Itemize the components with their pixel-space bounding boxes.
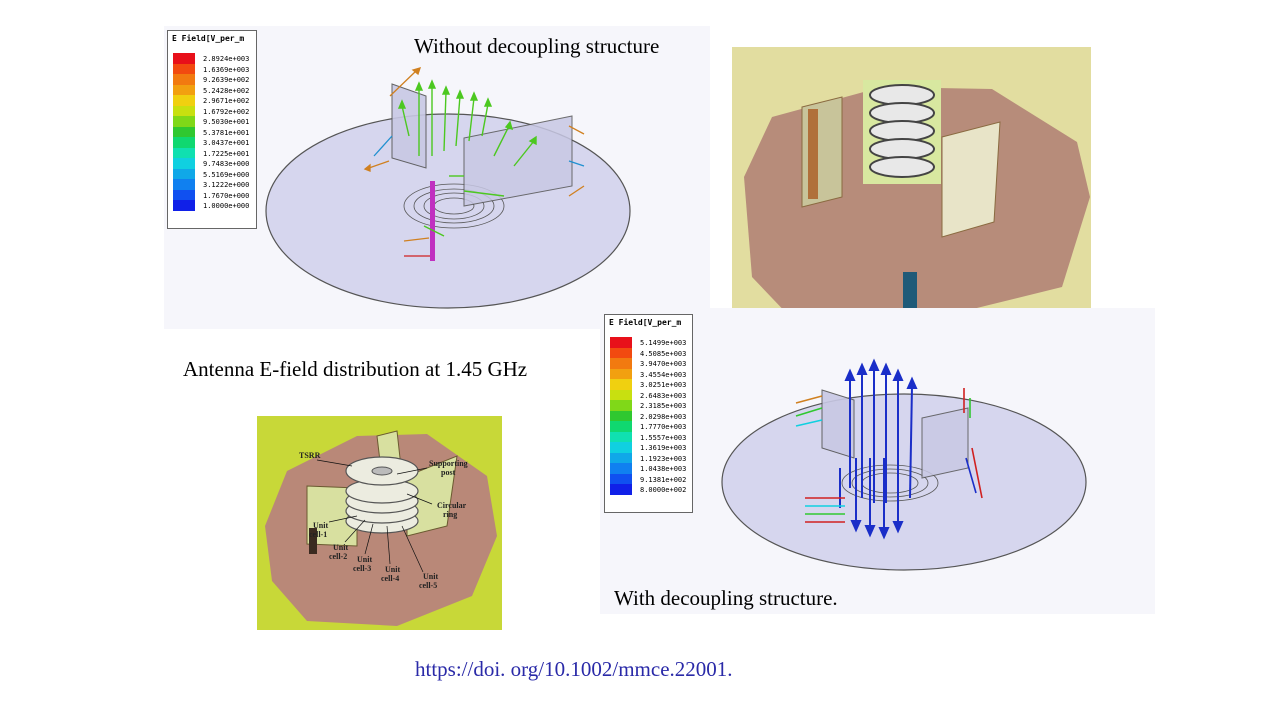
efield-plot-without	[265, 67, 631, 309]
label-unit-cell-1b: cell-1	[309, 530, 327, 539]
label-unit-cell-5b: cell-5	[419, 581, 437, 590]
field-arrows	[397, 79, 537, 237]
label-circular-ring: Circular	[437, 501, 467, 510]
feed-line	[430, 181, 435, 261]
labeled-antenna-photo: TSRR Supporting post Circular ring Unit …	[257, 416, 502, 630]
caption-efield-distribution: Antenna E-field distribution at 1.45 GHz	[183, 357, 528, 381]
label-tsrr: TSRR	[299, 451, 321, 460]
label-unit-cell-2: Unit	[333, 543, 348, 552]
label-circular-ring-2: ring	[443, 510, 457, 519]
legend-title: E Field[V_per_m	[172, 34, 245, 43]
edge-arrows	[795, 388, 983, 523]
label-unit-cell-1: Unit	[313, 521, 328, 530]
legend-title: E Field[V_per_m	[609, 318, 682, 327]
edge-arrows	[363, 67, 585, 242]
label-unit-cell-2b: cell-2	[329, 552, 347, 561]
sim-panel-without-decoupling: E Field[V_per_m 2.8924e+003 1.6369e+003 …	[164, 26, 710, 329]
label-unit-cell-3: Unit	[357, 555, 372, 564]
monopole-plate-left	[821, 389, 855, 459]
monopole-plate-right	[921, 407, 969, 479]
ground-plane	[265, 113, 631, 309]
caption-with-decoupling: With decoupling structure.	[614, 586, 838, 610]
legend-with: E Field[V_per_m 5.1499e+003 4.5085e+003 …	[604, 314, 693, 513]
label-unit-cell-3b: cell-3	[353, 564, 371, 573]
label-unit-cell-5: Unit	[423, 572, 438, 581]
edge-arrows-blue	[373, 135, 585, 167]
efield-plot-with	[721, 358, 1087, 571]
ground-plane	[721, 393, 1087, 571]
legend-without: E Field[V_per_m 2.8924e+003 1.6369e+003 …	[167, 30, 257, 229]
field-arrows	[839, 358, 918, 540]
sim-panel-with-decoupling: E Field[V_per_m 5.1499e+003 4.5085e+003 …	[600, 308, 1155, 614]
caption-without-decoupling: Without decoupling structure	[414, 34, 660, 58]
label-unit-cell-4: Unit	[385, 565, 400, 574]
label-unit-cell-4b: cell-4	[381, 574, 399, 583]
doi-link[interactable]: https://doi. org/10.1002/mmce.22001.	[415, 657, 733, 681]
label-supporting-post-2: post	[441, 468, 456, 477]
photo-labeled-antenna: TSRR Supporting post Circular ring Unit …	[257, 416, 502, 630]
label-supporting-post: Supporting	[429, 459, 468, 468]
tsrr-rings	[403, 183, 505, 229]
monopole-plate-left	[391, 83, 427, 169]
